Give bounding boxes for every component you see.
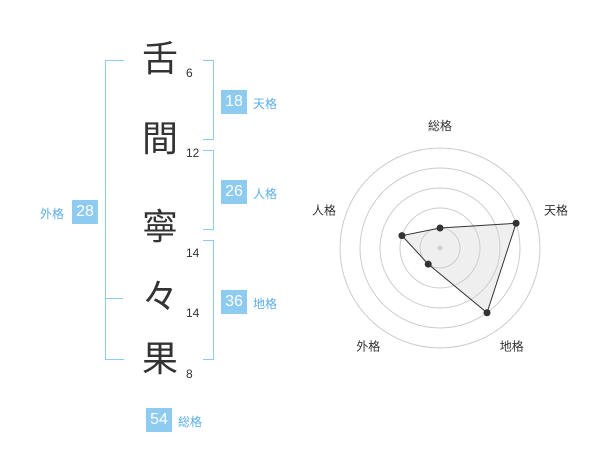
stroke-count-1: 6 [186,66,193,80]
chikaku-bracket [203,240,214,360]
tenkaku-bracket [203,60,214,140]
radar-rings [339,147,541,349]
jinkaku-bracket [203,150,214,230]
gaikaku-bracket [105,60,124,360]
name-char-5: 果 [141,339,178,380]
radar-axis-label-4: 人格 [312,202,336,217]
gaikaku-bracket-tick [105,298,123,299]
stroke-count-4: 14 [186,306,200,320]
radar-point-4 [398,232,406,240]
soukaku-value-box: 54 [146,408,172,432]
tenkaku-label: 天格 [253,97,278,111]
radar-axis-label-2: 地格 [500,339,524,354]
radar-ring-3 [379,187,501,309]
radar-polygon [400,222,517,314]
gaikaku-label: 外格 [40,207,65,221]
tenkaku-value-box: 18 [221,90,247,114]
name-char-1: 舌 [141,39,178,80]
radar-center [437,245,443,251]
name-char-4: 々 [141,277,178,318]
name-char-2: 間 [141,119,178,160]
stroke-count-2: 12 [186,146,200,160]
gaikaku-value-box: 28 [72,200,98,224]
radar-axis-label-3: 外格 [356,339,380,354]
radar-series [398,219,520,317]
radar-point-2 [483,309,491,317]
stroke-count-5: 8 [186,367,193,381]
stroke-count-3: 14 [186,246,200,260]
jinkaku-label: 人格 [253,187,278,201]
radar-point-1 [512,219,520,227]
soukaku-label: 総格 [178,415,203,429]
radar-point-3 [424,260,432,268]
jinkaku-value-box: 26 [221,180,247,204]
radar-ring-5 [339,147,541,349]
radar-axis-label-1: 天格 [544,202,568,217]
radar-ring-4 [359,167,521,329]
radar-axis-label-0: 総格 [428,118,452,133]
chikaku-value-box: 36 [221,290,247,314]
name-strokes-panel: 舌 間 寧 々 果 6 12 14 14 8 18 天格 26 人格 36 地格… [40,39,278,432]
radar-ring-2 [399,207,481,289]
name-char-3: 寧 [141,207,178,248]
radar-point-0 [436,224,444,232]
chikaku-label: 地格 [253,297,278,311]
